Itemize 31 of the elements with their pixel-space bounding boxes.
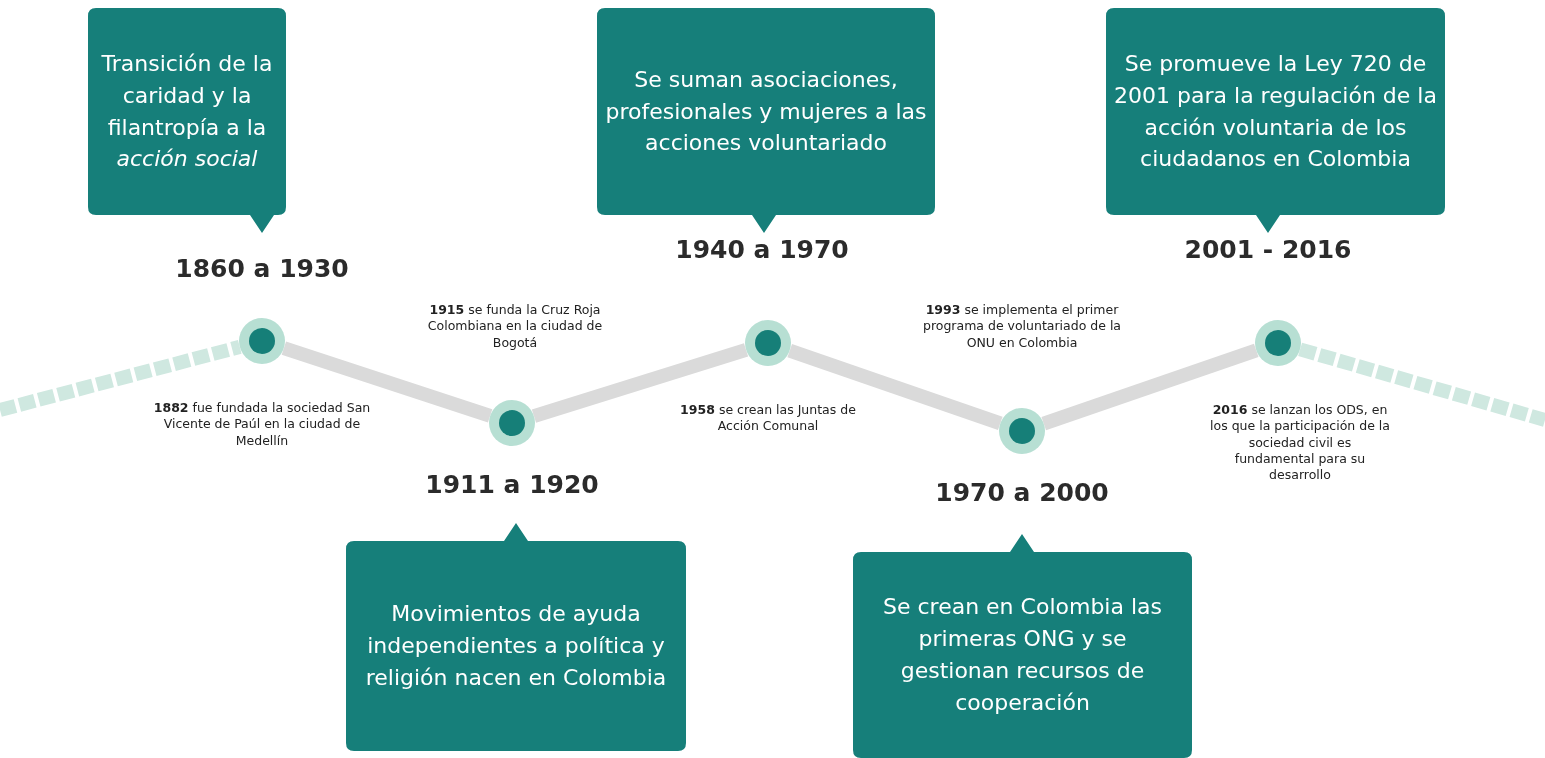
timeline-line bbox=[531, 343, 749, 423]
callout-box bbox=[346, 523, 686, 751]
timeline-marker bbox=[999, 408, 1045, 454]
callout-text: Se promueve la Ley 720 de 2001 para la regulación de la acción voluntaria de los ciudadanos en Colombia bbox=[1114, 49, 1437, 174]
callout-box bbox=[1106, 8, 1445, 233]
callout-text: Transición de la caridad y la filantropía a la acción social bbox=[100, 49, 274, 174]
year-label: 1911 a 1920 bbox=[425, 470, 599, 499]
timeline-line bbox=[0, 340, 242, 417]
callout-box bbox=[88, 8, 286, 233]
timeline-line bbox=[1041, 343, 1259, 431]
timeline-marker bbox=[745, 320, 791, 366]
event-note: 1915 se funda la Cruz Roja Colombiana en la ciudad de Bogotá bbox=[426, 302, 604, 351]
timeline-marker bbox=[239, 318, 285, 364]
timeline-marker bbox=[489, 400, 535, 446]
callout-text: Movimientos de ayuda independientes a política y religión nacen en Colombia bbox=[364, 600, 668, 692]
timeline-line bbox=[281, 341, 493, 423]
year-label: 1970 a 2000 bbox=[935, 478, 1109, 507]
year-label: 2001 - 2016 bbox=[1184, 235, 1352, 264]
timeline-line bbox=[1298, 342, 1545, 427]
callout-text: Se suman asociaciones, profesionales y mujeres a las acciones voluntariado bbox=[605, 65, 927, 158]
year-label: 1860 a 1930 bbox=[175, 254, 349, 283]
timeline-line bbox=[787, 343, 1003, 431]
event-note: 1993 se implementa el primer programa de voluntariado de la ONU en Colombia bbox=[921, 302, 1123, 351]
year-label: 1940 a 1970 bbox=[675, 235, 849, 264]
callout-box bbox=[853, 534, 1192, 758]
callout-box bbox=[597, 8, 935, 233]
event-note: 2016 se lanzan los ODS, en los que la participación de la sociedad civil es fundamental para su desarrollo bbox=[1210, 402, 1390, 484]
callout-text: Se crean en Colombia las primeras ONG y se gestionan recursos de cooperación bbox=[882, 593, 1163, 717]
event-note: 1882 fue fundada la sociedad San Vicente de Paúl en la ciudad de Medellín bbox=[152, 400, 372, 449]
timeline-marker bbox=[1255, 320, 1301, 366]
event-note: 1958 se crean las Juntas de Acción Comunal bbox=[679, 402, 857, 435]
